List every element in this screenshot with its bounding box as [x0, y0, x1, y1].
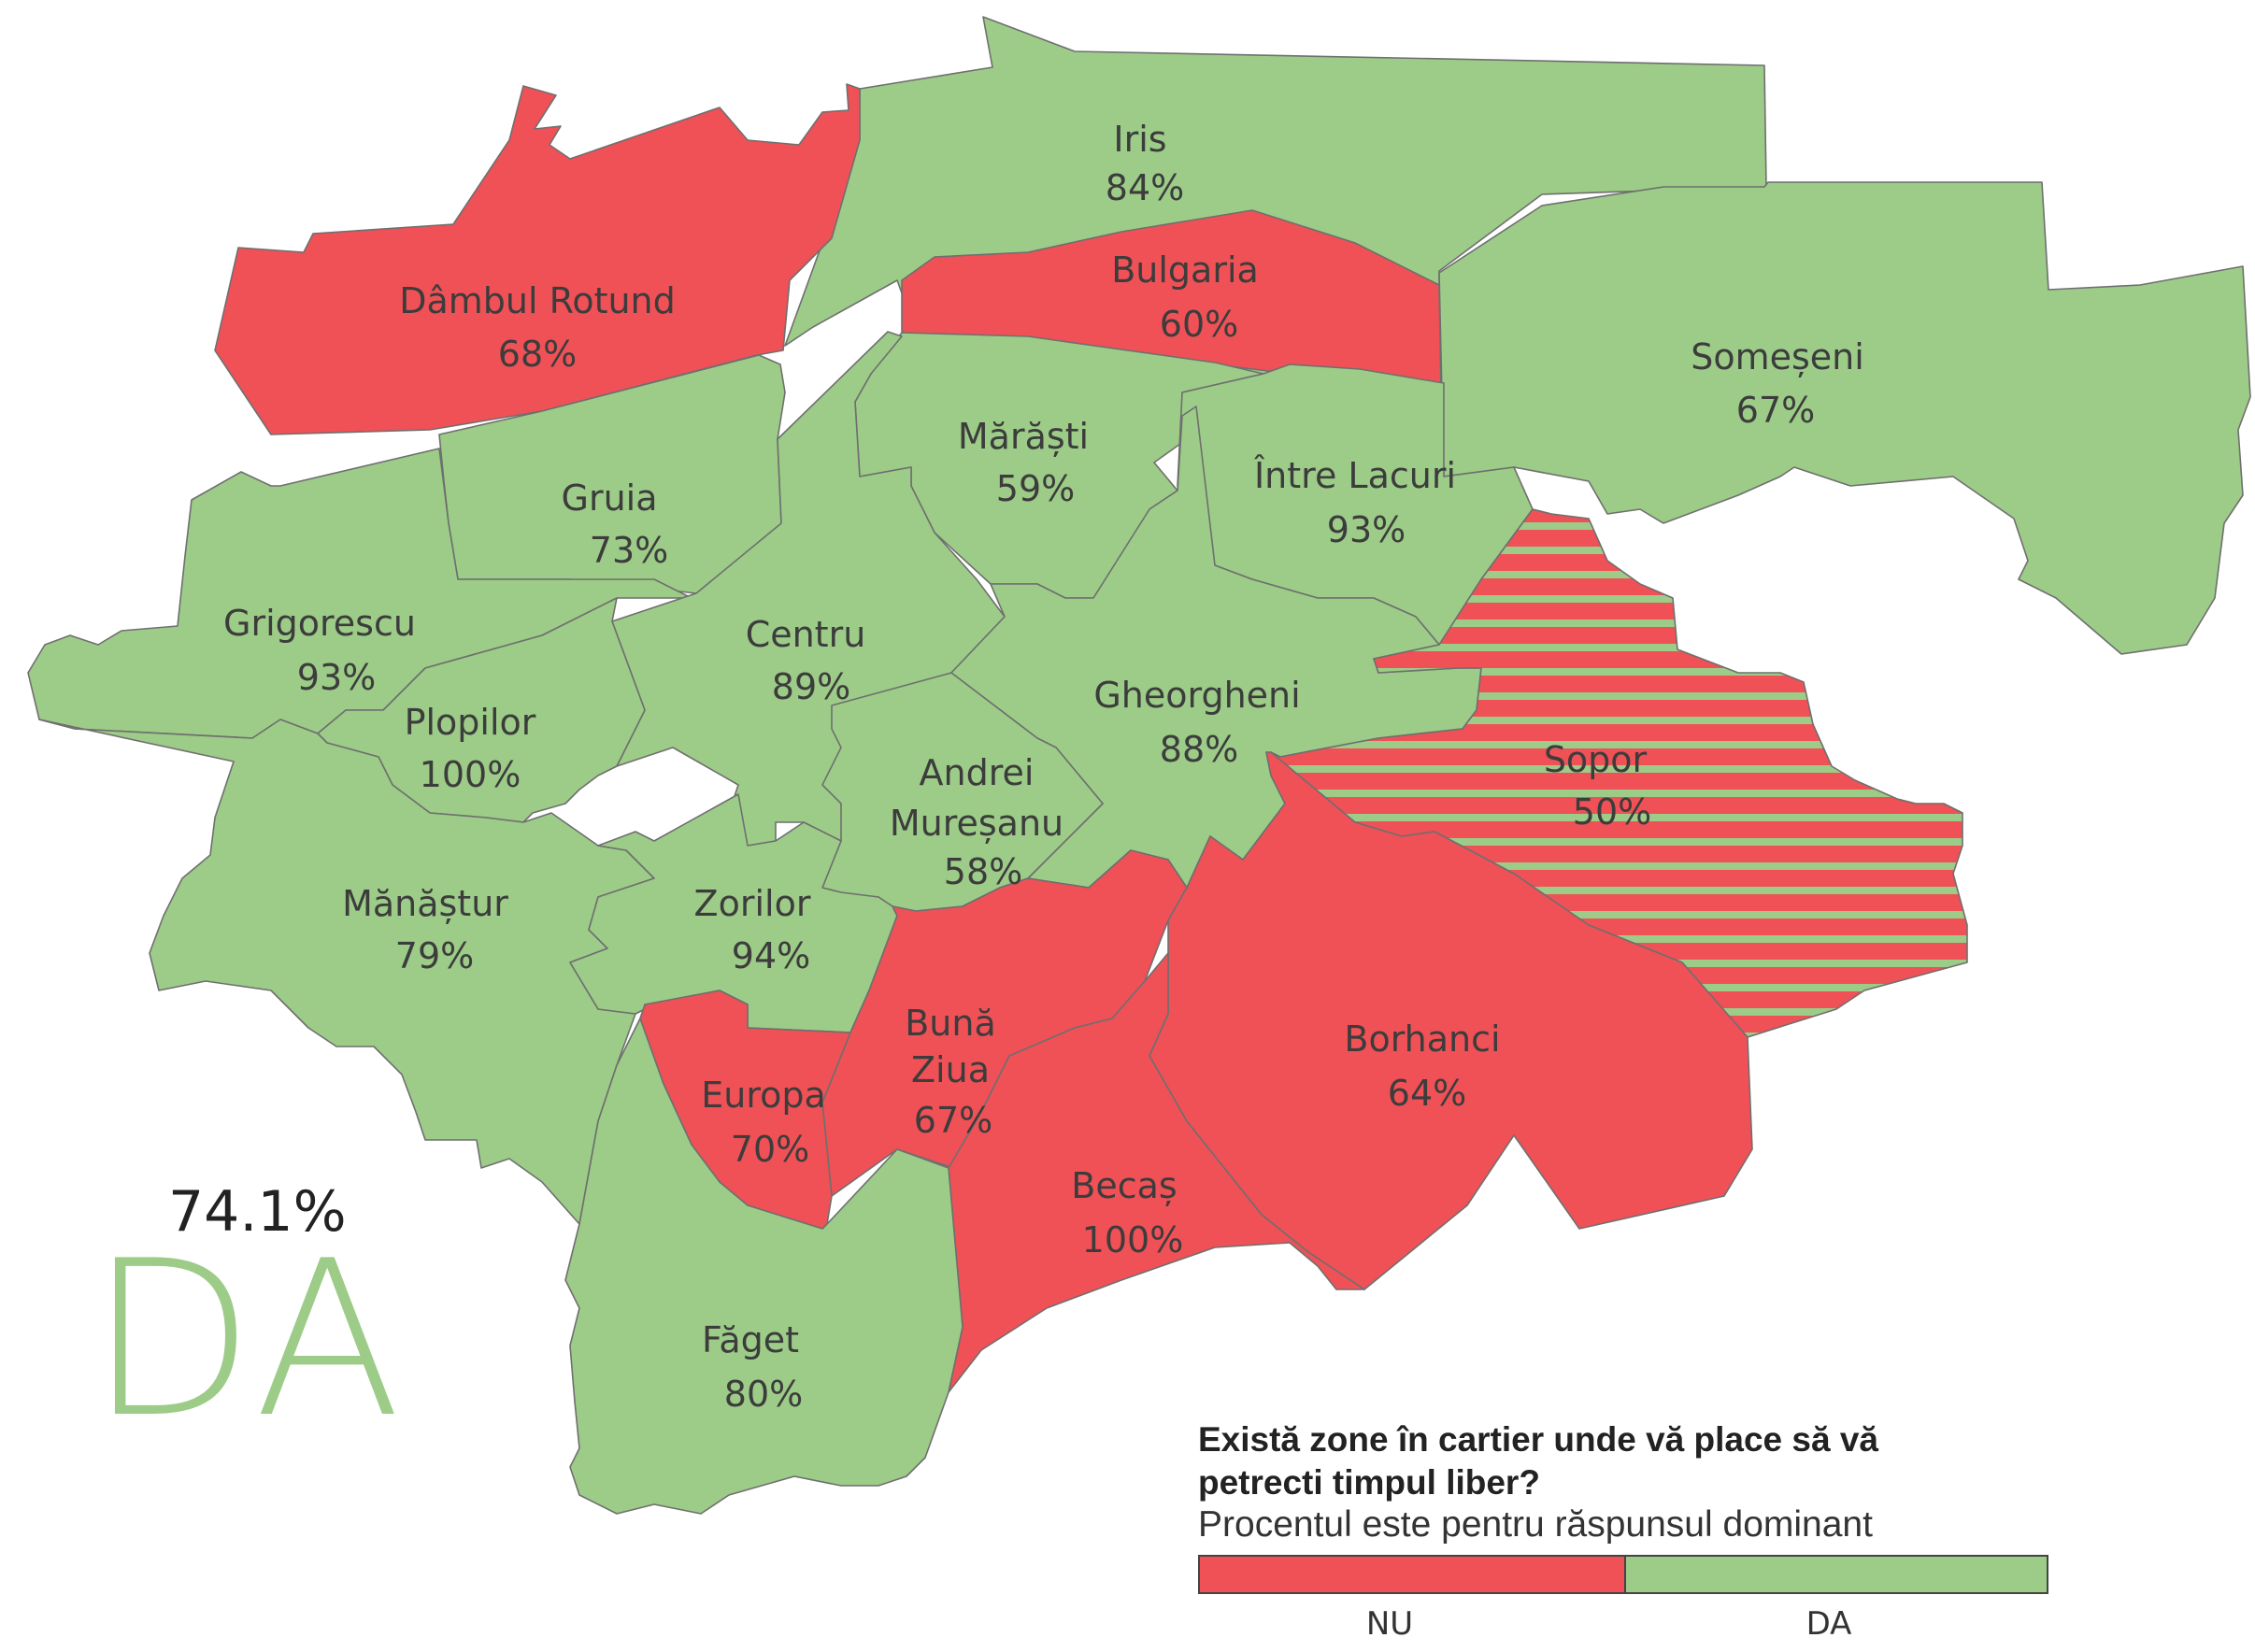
label-sopor-name: Sopor — [1544, 739, 1648, 780]
label-manastur-pct: 79% — [395, 935, 474, 976]
label-buna-ziua-name2: Ziua — [911, 1049, 990, 1090]
label-faget-name: Făget — [702, 1319, 799, 1360]
label-marasti-name: Mărăști — [958, 416, 1089, 457]
label-gheorgheni-name: Gheorgheni — [1093, 675, 1300, 716]
label-borhanci-pct: 64% — [1388, 1073, 1466, 1114]
label-grigorescu-pct: 93% — [297, 657, 376, 698]
label-centru-pct: 89% — [772, 666, 850, 707]
legend-swatch-nu — [1200, 1557, 1626, 1592]
district-someseni[interactable] — [1438, 181, 2251, 655]
label-bulgaria-pct: 60% — [1160, 304, 1238, 345]
label-intre-lacuri-pct: 93% — [1327, 509, 1406, 550]
label-becas-name: Becaș — [1071, 1165, 1177, 1206]
label-grigorescu-name: Grigorescu — [223, 603, 416, 644]
overall-percent: 74.1% — [168, 1179, 347, 1245]
label-dambul-rotund-pct: 68% — [498, 334, 577, 375]
label-someseni-name: Someșeni — [1691, 336, 1864, 377]
label-andrei-muresanu-name1: Andrei — [920, 752, 1035, 793]
label-buna-ziua-pct: 67% — [914, 1100, 992, 1141]
question-subtitle: Procentul este pentru răspunsul dominant — [1198, 1504, 1873, 1545]
label-plopilor-name: Plopilor — [405, 702, 536, 743]
label-centru-name: Centru — [746, 614, 866, 655]
label-andrei-muresanu-name2: Mureșanu — [890, 803, 1063, 844]
overall-answer: DA — [89, 1216, 406, 1465]
district-sopor[interactable] — [1270, 508, 1968, 1038]
question-title-line1: Există zone în cartier unde vă place să … — [1198, 1420, 1879, 1459]
question-title-line2: petrecti timpul liber? — [1198, 1463, 1540, 1502]
label-zorilor-pct: 94% — [732, 935, 810, 976]
label-someseni-pct: 67% — [1736, 390, 1815, 431]
label-borhanci-name: Borhanci — [1344, 1018, 1500, 1060]
legend-swatch-da — [1626, 1557, 2047, 1592]
legend-label-da: DA — [1805, 1605, 1852, 1643]
label-gruia-pct: 73% — [590, 530, 668, 571]
legend-label-nu: NU — [1365, 1605, 1414, 1643]
district-faget[interactable] — [564, 1018, 963, 1515]
legend-labels: NU DA — [1198, 1605, 2048, 1652]
label-faget-pct: 80% — [724, 1374, 803, 1415]
label-gheorgheni-pct: 88% — [1160, 729, 1238, 770]
label-gruia-name: Gruia — [562, 477, 658, 519]
label-dambul-rotund-name: Dâmbul Rotund — [399, 280, 676, 321]
legend-bar — [1198, 1555, 2048, 1594]
label-zorilor-name: Zorilor — [694, 883, 811, 924]
label-buna-ziua-name1: Bună — [905, 1003, 996, 1044]
label-sopor-pct: 50% — [1573, 791, 1651, 833]
label-europa-name: Europa — [701, 1075, 826, 1116]
district-dambul-rotund[interactable] — [214, 83, 861, 435]
label-iris-pct: 84% — [1106, 167, 1184, 208]
label-manastur-name: Mănăștur — [342, 883, 508, 924]
legend: Există zone în cartier unde vă place să … — [1198, 1418, 2048, 1652]
label-bulgaria-name: Bulgaria — [1111, 249, 1259, 291]
label-europa-pct: 70% — [731, 1129, 809, 1170]
district-labels: Iris 84% Dâmbul Rotund 68% Bulgaria 60% … — [223, 119, 1864, 1415]
label-andrei-muresanu-pct: 58% — [944, 851, 1022, 892]
label-intre-lacuri-name: Între Lacuri — [1253, 455, 1456, 496]
label-plopilor-pct: 100% — [420, 754, 521, 795]
label-iris-name: Iris — [1113, 119, 1166, 160]
label-becas-pct: 100% — [1082, 1219, 1184, 1260]
label-marasti-pct: 59% — [996, 468, 1075, 509]
